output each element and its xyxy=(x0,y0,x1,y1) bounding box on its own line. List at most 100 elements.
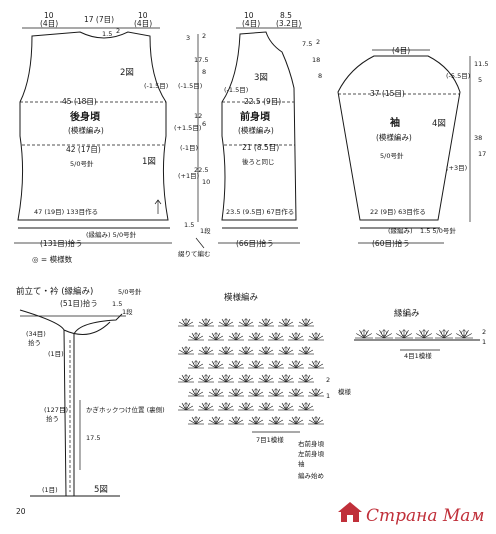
stitch-fan xyxy=(228,416,244,425)
stitch-fan xyxy=(308,416,324,425)
center-waist-note: (+1.5目) xyxy=(174,124,201,132)
back-neck-depth: 1.5 xyxy=(102,30,112,38)
sleeve-cap-cm: 11.5 xyxy=(474,60,488,68)
back-piece: 10 (4目) 17 (7目) 10 (4目) 1.5 2 2図 (-1.5目)… xyxy=(14,11,172,264)
back-hem-width: 47 (19目) 133目作る xyxy=(34,207,98,216)
stitch-fan xyxy=(258,374,274,383)
stitch-fan xyxy=(308,388,324,397)
stitch-fan xyxy=(238,346,254,355)
sleeve-title: 袖 xyxy=(389,116,400,129)
stitch-fan xyxy=(278,346,294,355)
center-lower-note: (+1目) xyxy=(178,172,199,180)
edging-fan xyxy=(355,329,373,339)
back-direction-arrow xyxy=(154,199,162,214)
back-hem-total: (131目)拾う xyxy=(40,238,83,248)
front-waist-width: 21 (8.5目) xyxy=(242,143,279,152)
fan-grid xyxy=(178,318,324,425)
stitch-fan xyxy=(238,402,254,411)
band-back-pick-2: 拾う xyxy=(28,338,41,347)
stitch-fan xyxy=(238,374,254,383)
stitch-note-right-front: 右前身頃 xyxy=(298,439,325,448)
stitch-fan xyxy=(228,332,244,341)
front-pattern-label: (模様編み) xyxy=(238,125,274,135)
stitch-fan xyxy=(278,374,294,383)
sleeve-length-rows: 17 xyxy=(478,150,486,158)
stitch-fan xyxy=(268,388,284,397)
front-neck-stitches: (3.2目) xyxy=(276,19,301,28)
stitch-fan xyxy=(298,374,314,383)
edging-fan xyxy=(375,329,393,339)
back-shoulder-width-right: 10 xyxy=(138,11,148,20)
sleeve-pattern-label: (模様編み) xyxy=(376,132,412,142)
sleeve-cuff-edge: 1.5 5/0号針 xyxy=(420,226,456,235)
sleeve-length-cm: 38 xyxy=(474,134,482,142)
front-title: 前身頃 xyxy=(240,110,271,123)
center-armhole-cm: 17.5 xyxy=(194,56,208,64)
back-edge-label: (縁編み) 5/0号針 xyxy=(86,230,137,239)
front-shaping-rows: 8 xyxy=(318,72,322,80)
sleeve-cap-rows: 5 xyxy=(478,76,482,84)
sleeve-cuff-total: (60目)拾う xyxy=(372,238,410,248)
stitch-note-sleeve: 袖 xyxy=(298,459,305,468)
edging-repeat: 4目1模様 xyxy=(404,351,432,360)
back-neck-width: 17 (7目) xyxy=(84,15,114,24)
edging-row-marker-2: 2 xyxy=(482,328,486,336)
stitch-fan xyxy=(308,360,324,369)
center-armhole-rows: 8 xyxy=(202,68,206,76)
sleeve-increase: (+3目) xyxy=(446,164,467,172)
band-front-pick-2: 拾う xyxy=(46,414,59,423)
stitch-fan xyxy=(188,360,204,369)
back-shoulder-stitches: (4目) xyxy=(40,19,58,28)
stitch-fan xyxy=(208,332,224,341)
back-fig-1-label: 1図 xyxy=(142,157,156,167)
stitch-side-label: 模様 xyxy=(338,387,352,396)
center-edge-rows: 1段 xyxy=(200,226,211,235)
stitch-fan xyxy=(248,360,264,369)
stitch-fan xyxy=(218,374,234,383)
stitch-fan xyxy=(228,388,244,397)
back-armhole-decrease: (-1.5目) xyxy=(144,82,168,90)
front-same-as-back: 後ろと同じ xyxy=(242,157,275,166)
front-band-collar: 前立て・衿 (縁編み) 5/0号針 (51目)拾う 1.5 1段 (34目) 拾… xyxy=(16,286,165,516)
center-side-rows: 6 xyxy=(202,120,206,128)
back-needle: 5/0号針 xyxy=(70,159,94,168)
band-needle: 5/0号針 xyxy=(118,287,142,296)
stitch-repeat: 7目1模様 xyxy=(256,435,284,444)
center-top-cm: 3 xyxy=(186,34,190,42)
center-mid-note: (-1目) xyxy=(180,144,198,152)
back-neck-rows: 2 xyxy=(116,27,120,35)
band-bottom-rows: (1目) xyxy=(42,486,58,494)
stitch-fan xyxy=(188,388,204,397)
band-neck-pick: (51目)拾う xyxy=(60,298,98,308)
stitch-fan xyxy=(188,416,204,425)
house-icon xyxy=(338,502,362,522)
sleeve-cuff-label: (縁編み) xyxy=(388,226,413,235)
stitch-fan xyxy=(228,360,244,369)
join-note: 綴りて編む xyxy=(178,249,211,258)
band-edge-rows: 1段 xyxy=(122,307,133,316)
stitch-fan xyxy=(308,332,324,341)
stitch-fan xyxy=(178,402,194,411)
band-side-rows: (1目) xyxy=(48,350,64,358)
stitch-fan xyxy=(218,318,234,327)
center-top-rows: 2 xyxy=(202,32,206,40)
stitch-fan xyxy=(238,318,254,327)
collar-curve xyxy=(63,321,111,335)
sleeve-piece: (4目) (-5.5目) 11.5 5 37 (15目) 袖 4図 (模様編み)… xyxy=(337,46,488,248)
stitch-fan xyxy=(268,332,284,341)
stitch-fan xyxy=(178,318,194,327)
front-outline xyxy=(221,31,297,221)
edging-fan xyxy=(395,329,413,339)
front-shoulder-rows: 2 xyxy=(316,38,320,46)
watermark-text: Страна Мам xyxy=(366,506,485,526)
back-fig-2-label: 2図 xyxy=(120,68,134,78)
stitch-fan xyxy=(258,318,274,327)
sleeve-outline xyxy=(337,55,461,221)
stitch-fan xyxy=(198,318,214,327)
hook-note: かぎホックつけ位置 (裏側) xyxy=(86,405,165,414)
band-front-pick: (127目) xyxy=(44,406,68,414)
edging-fan xyxy=(415,329,433,339)
front-neck-width: 8.5 xyxy=(280,11,292,20)
stitch-fan xyxy=(258,402,274,411)
